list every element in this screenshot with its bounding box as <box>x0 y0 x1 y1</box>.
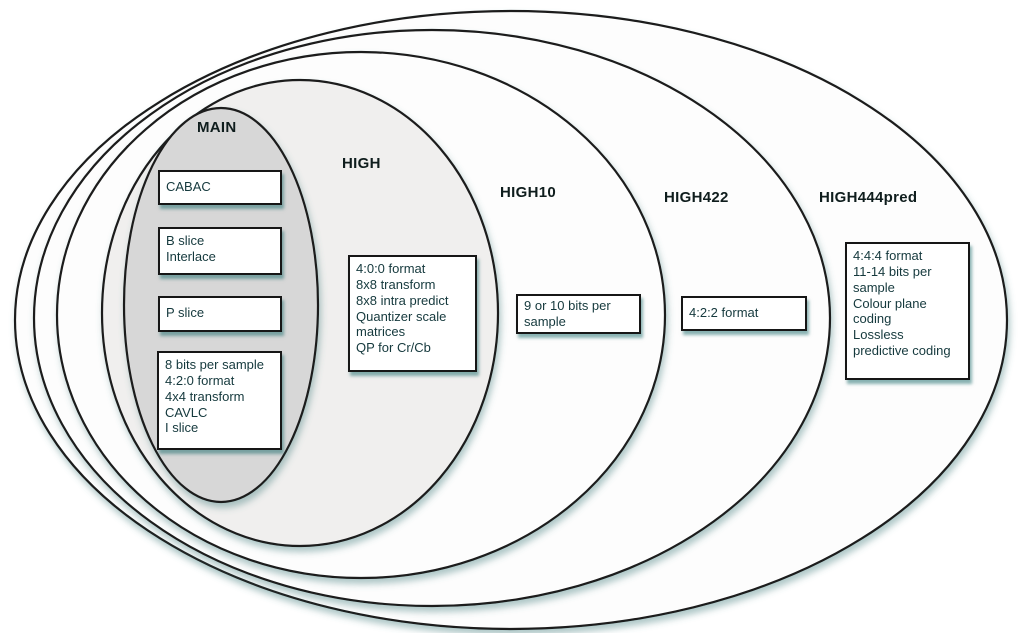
profile-label-high444pred: HIGH444pred <box>819 189 918 206</box>
profile-label-high10: HIGH10 <box>500 184 556 201</box>
profile-label-high422: HIGH422 <box>664 189 729 206</box>
feature-box-main-base: 8 bits per sample 4:2:0 format 4x4 trans… <box>157 351 282 450</box>
profile-label-high: HIGH <box>342 155 381 172</box>
feature-box-high422: 4:2:2 format <box>681 296 807 331</box>
feature-box-high444pred: 4:4:4 format 11-14 bits per sample Colou… <box>845 242 970 380</box>
feature-box-main-cabac: CABAC <box>158 170 282 205</box>
feature-box-high10: 9 or 10 bits per sample <box>516 294 641 334</box>
feature-box-high: 4:0:0 format 8x8 transform 8x8 intra pre… <box>348 255 477 372</box>
feature-box-main-pslice: P slice <box>158 296 282 332</box>
feature-box-main-bslice: B slice Interlace <box>158 227 282 275</box>
profile-label-main: MAIN <box>197 119 237 136</box>
